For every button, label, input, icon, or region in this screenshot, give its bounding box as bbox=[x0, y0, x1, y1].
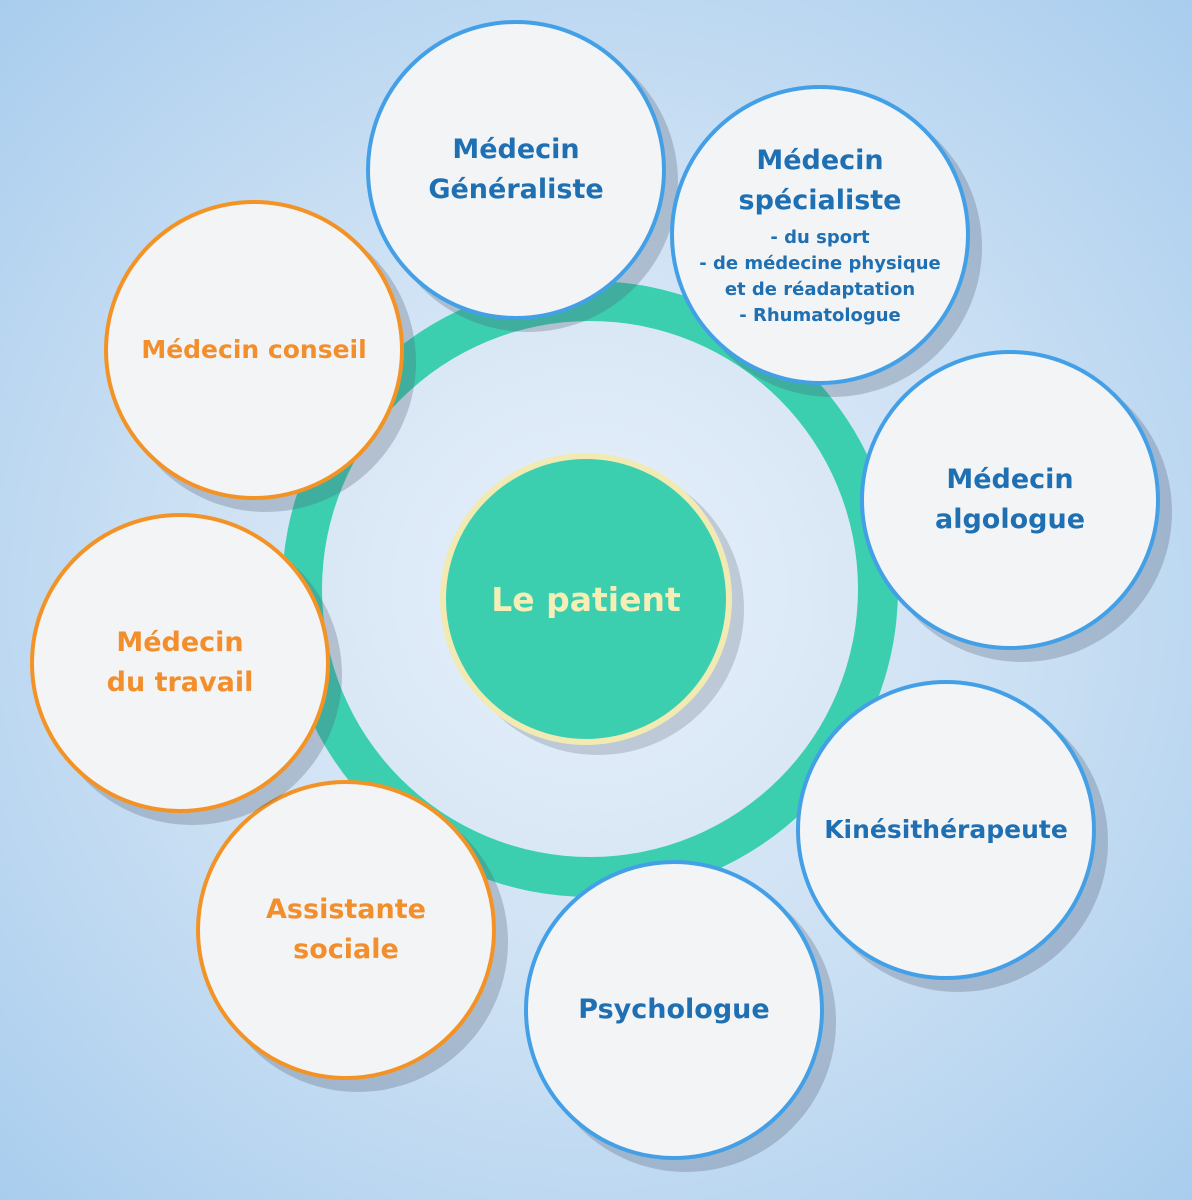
node-subtitle-line: - Rhumatologue bbox=[739, 305, 901, 326]
node-subtitle-line: - du sport bbox=[770, 227, 870, 248]
node-medecin-algologue: Médecin algologue bbox=[860, 350, 1160, 650]
node-subtitle-line: - de médecine physique bbox=[699, 253, 941, 274]
node-title-line: Assistante bbox=[266, 894, 426, 925]
node-title-line: Médecin bbox=[946, 464, 1074, 495]
node-title-line: Généraliste bbox=[428, 174, 604, 205]
node-title-line: spécialiste bbox=[738, 185, 902, 216]
node-assistante-sociale: Assistante sociale bbox=[196, 780, 496, 1080]
node-psychologue: Psychologue bbox=[524, 860, 824, 1160]
node-medecin-specialiste: Médecin spécialiste - du sport - de méde… bbox=[670, 85, 970, 385]
node-title-line: algologue bbox=[934, 504, 1086, 535]
patient-node: Le patient bbox=[440, 453, 732, 745]
node-title-line: Psychologue bbox=[578, 994, 770, 1025]
node-kinesitherapeute: Kinésithérapeute bbox=[796, 680, 1096, 980]
node-medecin-generaliste: Médecin Généraliste bbox=[366, 20, 666, 320]
node-title-line: sociale bbox=[293, 934, 399, 965]
node-medecin-conseil: Médecin conseil bbox=[104, 200, 404, 500]
node-subtitle-list: - du sport - de médecine physique et de … bbox=[699, 225, 941, 329]
patient-label: Le patient bbox=[491, 579, 681, 619]
node-title-line: Médecin bbox=[116, 627, 244, 658]
node-title-line: Médecin bbox=[452, 134, 580, 165]
node-title-line: du travail bbox=[106, 667, 254, 698]
node-medecin-du-travail: Médecin du travail bbox=[30, 513, 330, 813]
node-title-line: Médecin bbox=[756, 145, 884, 176]
node-subtitle-line: et de réadaptation bbox=[724, 279, 916, 300]
node-title-line: Kinésithérapeute bbox=[824, 815, 1068, 844]
node-title-line: Médecin conseil bbox=[141, 335, 367, 364]
